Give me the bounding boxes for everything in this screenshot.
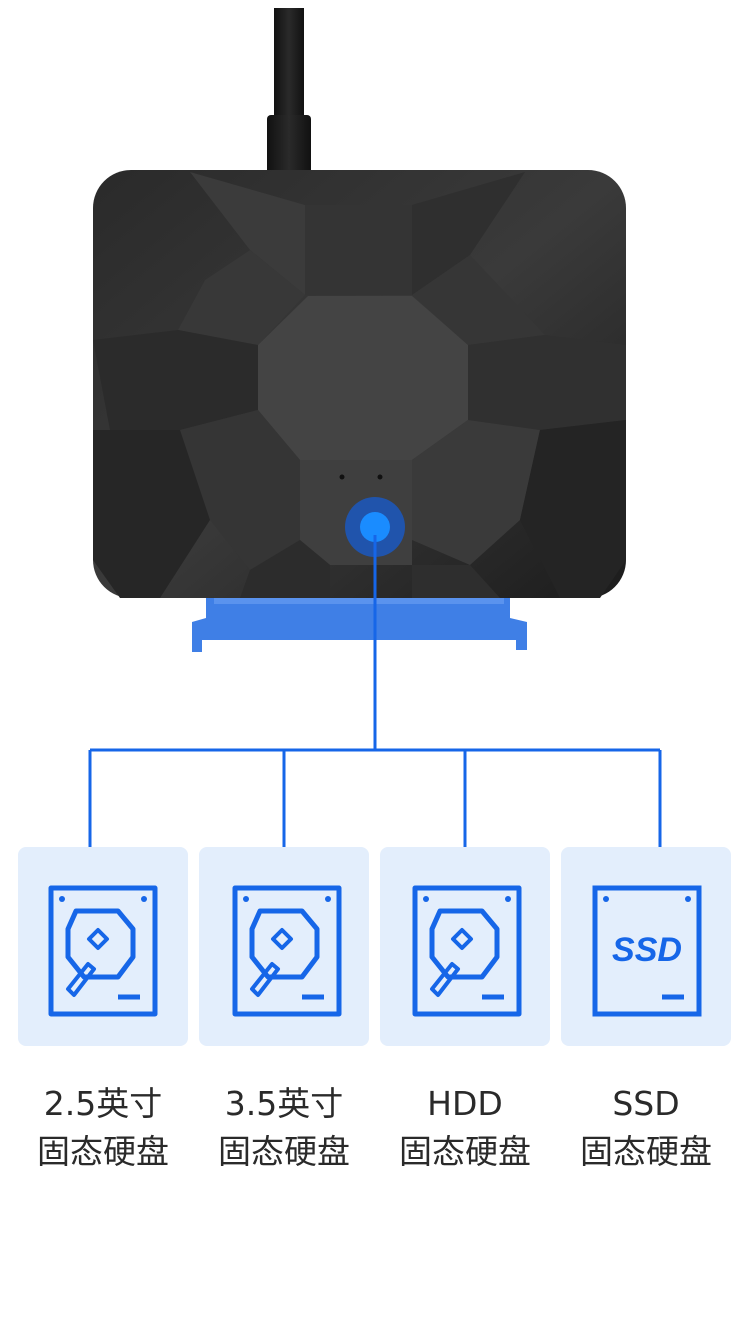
hdd-icon: [412, 885, 522, 1017]
hdd-icon: [48, 885, 158, 1017]
drive-card-2-5-inch: [18, 847, 188, 1046]
ssd-icon-text: SSD: [612, 931, 682, 969]
body-facets: [93, 172, 626, 598]
drive-caption-hdd: HDD 固态硬盘: [375, 1080, 555, 1176]
caption-line-2: 固态硬盘: [399, 1132, 531, 1171]
caption-line-2: 固态硬盘: [37, 1132, 169, 1171]
ssd-icon: SSD: [592, 885, 702, 1017]
led-indicator-right: [377, 474, 383, 480]
connector-lines: [88, 535, 662, 866]
cable-strain-relief: [267, 115, 311, 175]
caption-line-1: HDD: [427, 1084, 503, 1123]
drive-caption-2-5-inch: 2.5英寸 固态硬盘: [13, 1080, 193, 1176]
caption-line-1: 2.5英寸: [43, 1084, 163, 1123]
highlight-dot: [360, 512, 390, 542]
caption-line-1: 3.5英寸: [224, 1084, 344, 1123]
usb-cable: [274, 8, 304, 128]
drive-card-3-5-inch: [199, 847, 369, 1046]
caption-line-2: 固态硬盘: [580, 1132, 712, 1171]
sata-connector: [192, 594, 527, 652]
drive-caption-ssd: SSD 固态硬盘: [556, 1080, 736, 1176]
drive-card-ssd: SSD: [561, 847, 731, 1046]
sata-adapter-illustration: [93, 8, 626, 652]
caption-line-1: SSD: [612, 1084, 680, 1123]
drive-card-hdd: [380, 847, 550, 1046]
led-indicator-left: [339, 474, 345, 480]
hdd-icon: [232, 885, 342, 1017]
caption-line-2: 固态硬盘: [218, 1132, 350, 1171]
drive-caption-3-5-inch: 3.5英寸 固态硬盘: [194, 1080, 374, 1176]
